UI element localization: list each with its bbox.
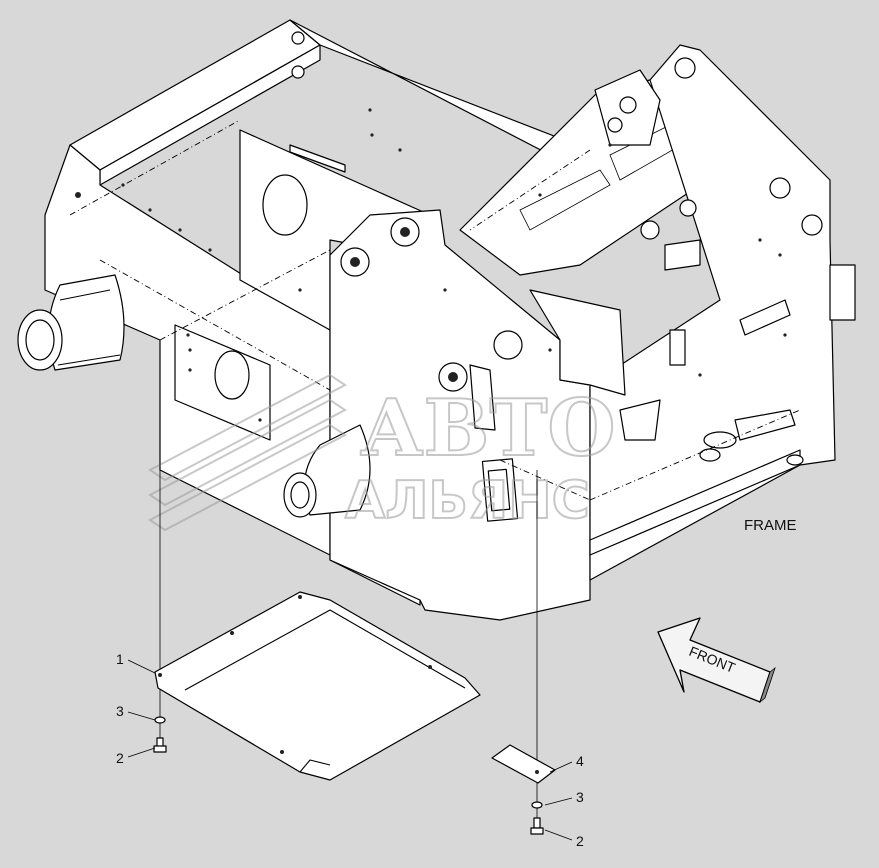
- front-direction-arrow: FRONT: [657, 617, 776, 704]
- watermark-line2: АЛЬЯНС: [345, 471, 590, 531]
- right-side-tab: [829, 264, 856, 321]
- bolt-left: [153, 737, 167, 753]
- callout-3-washer-left: 3: [116, 703, 124, 719]
- frame-top-side-beam: [289, 19, 591, 161]
- frame-top-rear-beam: [69, 19, 321, 171]
- watermark-line1: АВТО: [360, 383, 615, 474]
- frame-assembly: [17, 19, 856, 621]
- callout-2-bolt-right: 2: [576, 833, 584, 849]
- frame-bottom-rail: [589, 449, 801, 556]
- frame-channel-box: [529, 289, 626, 396]
- washer-left: [154, 716, 166, 724]
- frame-label: FRAME: [744, 517, 797, 534]
- cover-plate: [154, 591, 481, 781]
- frame-right-side-plate: [589, 44, 836, 581]
- washer-right: [531, 801, 543, 809]
- callout-3-washer-right: 3: [576, 789, 584, 805]
- callout-4-small-plate: 4: [576, 753, 584, 769]
- small-plate: [491, 744, 556, 784]
- frame-mounting-holes: [75, 108, 787, 422]
- watermark: АВТО АЛЬЯНС: [148, 373, 616, 532]
- bolt-right: [530, 817, 544, 835]
- callout-1-cover-plate: 1: [116, 651, 124, 667]
- callout-2-bolt-left: 2: [116, 750, 124, 766]
- left-axle-hub: [17, 274, 125, 371]
